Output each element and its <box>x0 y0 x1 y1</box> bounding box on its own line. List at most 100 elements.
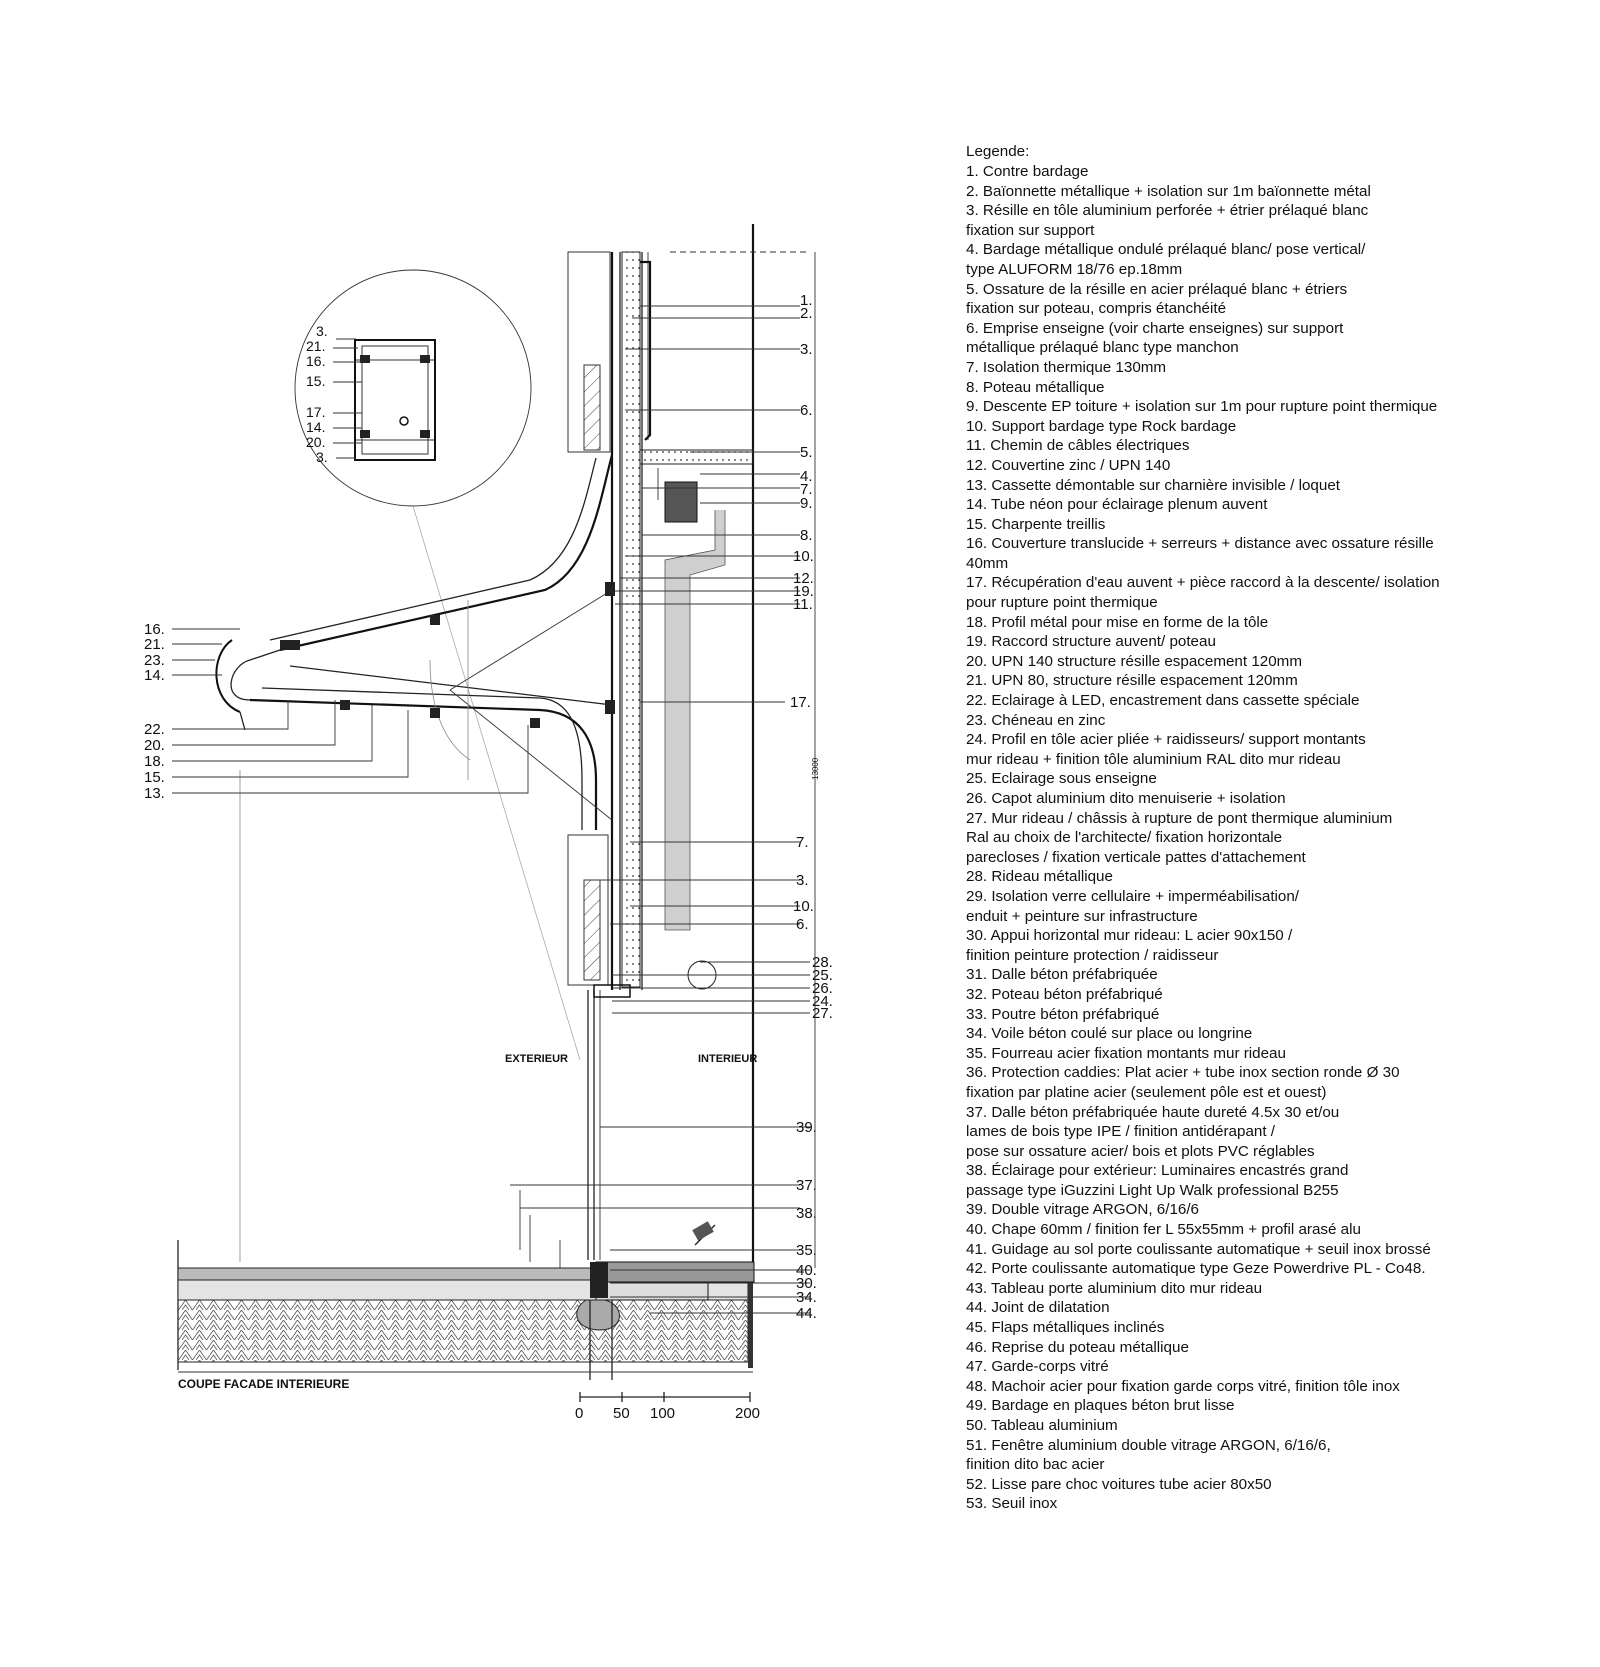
legend-item: 37. Dalle béton préfabriquée haute duret… <box>966 1103 1340 1160</box>
legend-item: 20. UPN 140 structure résille espacement… <box>966 652 1302 670</box>
drawing-title: COUPE FACADE INTERIEURE <box>178 1377 349 1391</box>
legend-item: 32. Poteau béton préfabriqué <box>966 985 1163 1003</box>
right-callout: 19. <box>793 583 814 600</box>
legend-item: 15. Charpente treillis <box>966 515 1106 533</box>
legend-item: 22. Eclairage à LED, encastrement dans c… <box>966 692 1360 710</box>
right-callout: 7. <box>796 834 809 851</box>
right-callout: 6. <box>796 916 809 933</box>
legend-item: 17. Récupération d'eau auvent + pièce ra… <box>966 574 1440 612</box>
right-callout: 7. <box>800 481 813 498</box>
right-callout: 12. <box>793 570 814 587</box>
facade-wall <box>567 224 810 1270</box>
left-callout: 16. <box>144 621 165 638</box>
legend-title: Legende: <box>966 143 1030 160</box>
scale-tick: 50 <box>613 1405 630 1422</box>
right-callout: 10. <box>793 548 814 565</box>
legend-item: 47. Garde-corps vitré <box>966 1358 1109 1376</box>
legend-item: 21. UPN 80, structure résille espacement… <box>966 672 1298 690</box>
right-callout: 11. <box>793 596 813 613</box>
legend-item: 6. Emprise enseigne (voir charte enseign… <box>966 319 1344 357</box>
legend-item: 31. Dalle béton préfabriquée <box>966 966 1158 984</box>
left-callout: 18. <box>144 753 165 770</box>
legend-item: 39. Double vitrage ARGON, 6/16/6 <box>966 1201 1200 1219</box>
left-callout: 13. <box>144 785 165 802</box>
legend-item: 1. Contre bardage <box>966 163 1089 180</box>
legend-item: 45. Flaps métalliques inclinés <box>966 1319 1165 1337</box>
legend-item: 9. Descente EP toiture + isolation sur 1… <box>966 398 1438 416</box>
detail-callout: 15. <box>306 373 325 389</box>
legend-item: 19. Raccord structure auvent/ poteau <box>966 633 1216 651</box>
detail-bubble <box>294 269 581 1061</box>
left-callout: 22. <box>144 721 165 738</box>
right-callout: 25. <box>812 967 833 984</box>
legend-item: 18. Profil métal pour mise en forme de l… <box>966 613 1269 631</box>
legend-item: 52. Lisse pare choc voitures tube acier … <box>966 1475 1272 1493</box>
detail-callout: 3. <box>316 449 328 465</box>
legend-item: 12. Couvertine zinc / UPN 140 <box>966 456 1171 474</box>
legend-item: 4. Bardage métallique ondulé prélaqué bl… <box>966 241 1366 278</box>
detail-callout: 3. <box>316 323 328 339</box>
right-callout: 28. <box>812 954 833 971</box>
detail-callout: 20. <box>306 434 325 450</box>
legend-item: 13. Cassette démontable sur charnière in… <box>966 476 1340 494</box>
right-callout: 5. <box>800 444 813 461</box>
legend-item: 23. Chéneau en zinc <box>966 711 1106 729</box>
right-callout: 40. <box>796 1262 817 1279</box>
left-callout: 15. <box>144 769 165 786</box>
detail-callout: 17. <box>306 404 325 420</box>
canopy <box>215 454 615 830</box>
right-callout: 38. <box>796 1205 817 1222</box>
legend-item: 28. Rideau métallique <box>966 868 1113 886</box>
legend-item: 30. Appui horizontal mur rideau: L acier… <box>966 927 1293 964</box>
legend-item: 40. Chape 60mm / finition fer L 55x55mm … <box>966 1221 1361 1239</box>
ground-section <box>177 770 755 1380</box>
detail-callout: 16. <box>306 353 325 369</box>
left-callout: 23. <box>144 652 165 669</box>
right-callout: 3. <box>796 872 809 889</box>
legend-item: 42. Porte coulissante automatique type G… <box>966 1260 1426 1278</box>
legend-item: 3. Résille en tôle aluminium perforée + … <box>966 202 1369 239</box>
right-callout: 27. <box>812 1005 833 1022</box>
left-callout: 21. <box>144 636 165 653</box>
right-callout: 6. <box>800 402 813 419</box>
right-callout: 3. <box>800 341 813 358</box>
legend-item: 24. Profil en tôle acier pliée + raidiss… <box>966 731 1366 768</box>
right-callout: 1. <box>800 292 813 309</box>
scale-tick: 0 <box>575 1405 583 1422</box>
detail-callout: 14. <box>306 419 325 435</box>
right-callout: 10. <box>793 898 814 915</box>
right-callout: 35. <box>796 1242 817 1259</box>
right-callout: 4. <box>800 468 813 485</box>
right-callouts: 1. 2. 3. 6. 5. 4. 7. 9. 8. 10. 12. 19. 1… <box>510 292 833 1322</box>
right-callout: 44. <box>796 1305 817 1322</box>
legend-item: 26. Capot aluminium dito menuiserie + is… <box>966 790 1286 807</box>
legend-item: 53. Seuil inox <box>966 1495 1058 1513</box>
left-callouts: 16. 21. 23. 14. 22. 20. 18. 15. 13. <box>144 621 529 802</box>
legend-item: 41. Guidage au sol porte coulissante aut… <box>966 1240 1431 1258</box>
legend-item: 8. Poteau métallique <box>966 378 1105 396</box>
legend-item: 2. Baïonnette métallique + isolation sur… <box>966 182 1371 200</box>
legend-item: 10. Support bardage type Rock bardage <box>966 417 1237 435</box>
detail-callout: 21. <box>306 338 325 354</box>
scale-tick: 200 <box>735 1405 760 1422</box>
legend-item: 36. Protection caddies: Plat acier + tub… <box>966 1064 1400 1101</box>
right-callout: 26. <box>812 980 833 997</box>
zone-label-exterior: EXTERIEUR <box>505 1053 568 1065</box>
right-callout: 9. <box>800 495 813 512</box>
right-callout: 24. <box>812 993 833 1010</box>
legend-item: 16. Couverture translucide + serreurs + … <box>966 535 1434 572</box>
legend-item: 29. Isolation verre cellulaire + impermé… <box>966 887 1300 925</box>
right-callout: 2. <box>800 305 813 322</box>
scale-tick: 100 <box>650 1405 675 1422</box>
legend-item: 49. Bardage en plaques béton brut lisse <box>966 1397 1235 1415</box>
legend-item: 44. Joint de dilatation <box>966 1299 1110 1317</box>
legend-item: 43. Tableau porte aluminium dito mur rid… <box>966 1279 1263 1297</box>
detail-callouts: 3. 21. 16. 15. 17. 14. 20. 3. <box>306 323 362 465</box>
right-callout: 8. <box>800 527 813 544</box>
right-callout: 34. <box>796 1289 817 1306</box>
legend-item: 33. Poutre béton préfabriqué <box>966 1005 1160 1023</box>
left-callout: 20. <box>144 737 165 754</box>
legend-item: 7. Isolation thermique 130mm <box>966 358 1167 376</box>
legend-item: 11. Chemin de câbles électriques <box>966 437 1190 455</box>
